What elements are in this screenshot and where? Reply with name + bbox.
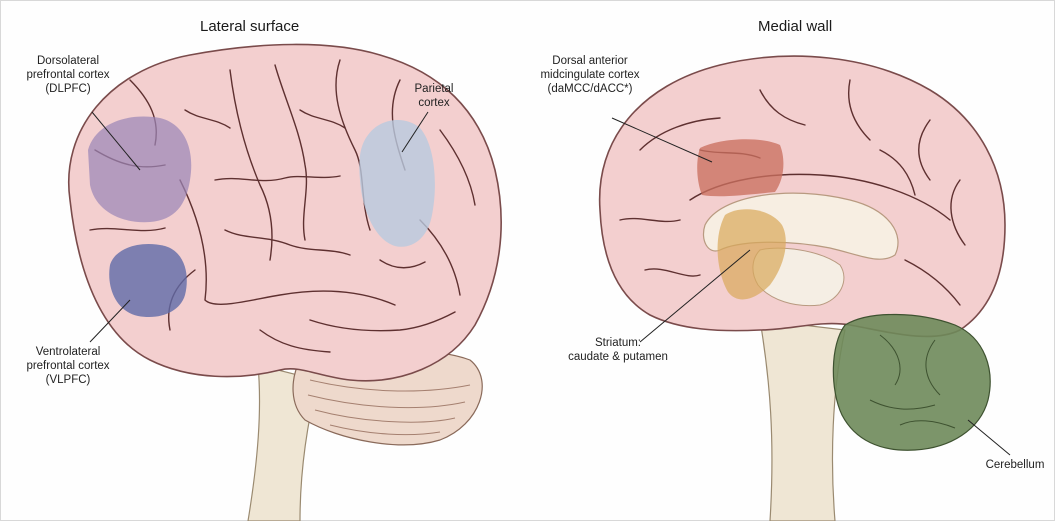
- label-dlpfc: Dorsolateral prefrontal cortex (DLPFC): [12, 54, 124, 96]
- label-vlpfc-line2: prefrontal cortex: [12, 359, 124, 373]
- label-parietal-line2: cortex: [398, 96, 470, 110]
- damcc-region: [697, 139, 783, 196]
- label-damcc-line2: midcingulate cortex: [520, 68, 660, 82]
- label-vlpfc-line3: (VLPFC): [12, 373, 124, 387]
- lateral-brain: [69, 44, 501, 521]
- label-vlpfc-line1: Ventrolateral: [12, 345, 124, 359]
- label-striatum-line2: caudate & putamen: [558, 350, 678, 364]
- label-parietal: Parietal cortex: [398, 82, 470, 110]
- label-damcc: Dorsal anterior midcingulate cortex (daM…: [520, 54, 660, 96]
- panel-title-medial: Medial wall: [758, 18, 832, 35]
- label-vlpfc: Ventrolateral prefrontal cortex (VLPFC): [12, 345, 124, 387]
- label-damcc-line1: Dorsal anterior: [520, 54, 660, 68]
- label-dlpfc-line2: prefrontal cortex: [12, 68, 124, 82]
- medial-brainstem: [760, 320, 845, 521]
- label-dlpfc-line1: Dorsolateral: [12, 54, 124, 68]
- label-striatum-line1: Striatum:: [558, 336, 678, 350]
- label-damcc-line3: (daMCC/dACC*): [520, 82, 660, 96]
- label-striatum: Striatum: caudate & putamen: [558, 336, 678, 364]
- label-dlpfc-line3: (DLPFC): [12, 82, 124, 96]
- vlpfc-region: [109, 244, 187, 317]
- medial-brain: [600, 56, 1010, 521]
- medial-cerebellum: [833, 314, 990, 450]
- label-parietal-line1: Parietal: [398, 82, 470, 96]
- label-cerebellum: Cerebellum: [980, 458, 1050, 472]
- label-cerebellum-line1: Cerebellum: [980, 458, 1050, 472]
- panel-title-lateral: Lateral surface: [200, 18, 299, 35]
